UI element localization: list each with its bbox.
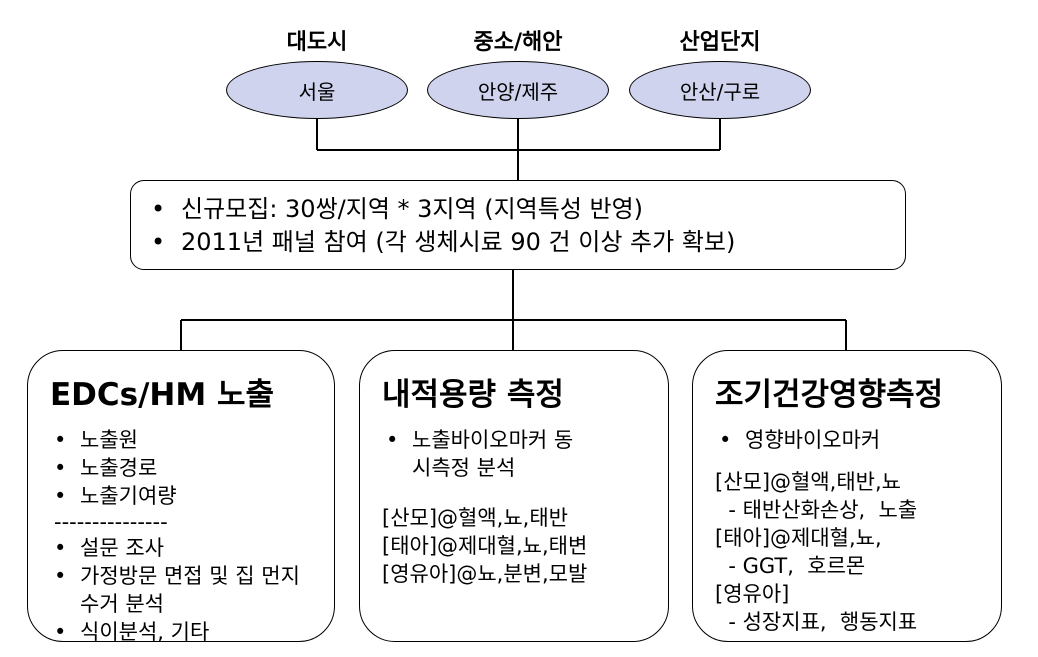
sample-line: - 태반산화손상, 노출 bbox=[715, 498, 918, 522]
sample-line: [태아]@제대혈,뇨,태변 bbox=[382, 534, 588, 558]
recruitment-item: 신규모집: 30쌍/지역 * 3지역 (지역특성 반영) bbox=[147, 193, 905, 226]
region-sites-label: 안산/구로 bbox=[679, 79, 761, 104]
card-title: 조기건강영향측정 bbox=[715, 377, 944, 413]
region-sites-label: 서울 bbox=[298, 79, 336, 104]
region-node-ansan-guro: 안산/구로 bbox=[629, 61, 811, 119]
list-item: 노출경로 bbox=[50, 454, 334, 482]
region-title-coastal: 중소/해안 bbox=[473, 30, 563, 55]
exposure-card: EDCs/HM 노출 노출원 노출경로 노출기여량 --------------… bbox=[27, 350, 335, 646]
region-node-anyang-jeju: 안양/제주 bbox=[427, 61, 609, 119]
region-title-metro: 대도시 bbox=[286, 30, 348, 55]
sample-line: [영유아]@뇨,분변,모발 bbox=[382, 562, 588, 586]
list-item: 노출원 bbox=[50, 426, 334, 454]
internal-dose-card: 내적용량 측정 노출바이오마커 동시측정 분석 [산모]@혈액,뇨,태반 [태아… bbox=[359, 350, 669, 642]
list-item: 노출기여량 bbox=[50, 482, 334, 510]
region-node-seoul: 서울 bbox=[226, 61, 408, 119]
region-sites-label: 안양/제주 bbox=[477, 79, 559, 104]
divider-dashes: --------------- bbox=[54, 510, 168, 534]
list-item: 노출바이오마커 동시측정 분석 bbox=[382, 426, 582, 482]
recruitment-item: 2011년 패널 참여 (각 생체시료 90 건 이상 추가 확보) bbox=[147, 226, 905, 259]
early-health-effect-card: 조기건강영향측정 영향바이오마커 [산모]@혈액,태반,뇨 - 태반산화손상, … bbox=[692, 350, 1002, 642]
sample-line: [산모]@혈액,태반,뇨 bbox=[715, 470, 901, 494]
sample-line: [산모]@혈액,뇨,태반 bbox=[382, 506, 568, 530]
list-item: 설문 조사 bbox=[50, 534, 310, 562]
sample-line: [태아]@제대혈,뇨, bbox=[715, 526, 882, 550]
region-title-industrial: 산업단지 bbox=[679, 30, 761, 55]
list-item: 영향바이오마커 bbox=[715, 426, 1001, 454]
sample-line: - GGT, 호르몬 bbox=[715, 554, 866, 578]
card-title: 내적용량 측정 bbox=[382, 377, 564, 413]
list-item: 가정방문 면접 및 집 먼지 수거 분석 bbox=[50, 562, 310, 618]
sample-line: - 성장지표, 행동지표 bbox=[715, 610, 918, 634]
sample-line: [영유아] bbox=[715, 582, 790, 606]
recruitment-box: 신규모집: 30쌍/지역 * 3지역 (지역특성 반영) 2011년 패널 참여… bbox=[130, 180, 906, 270]
card-title: EDCs/HM 노출 bbox=[50, 377, 275, 413]
list-item: 식이분석, 기타 bbox=[50, 618, 310, 646]
